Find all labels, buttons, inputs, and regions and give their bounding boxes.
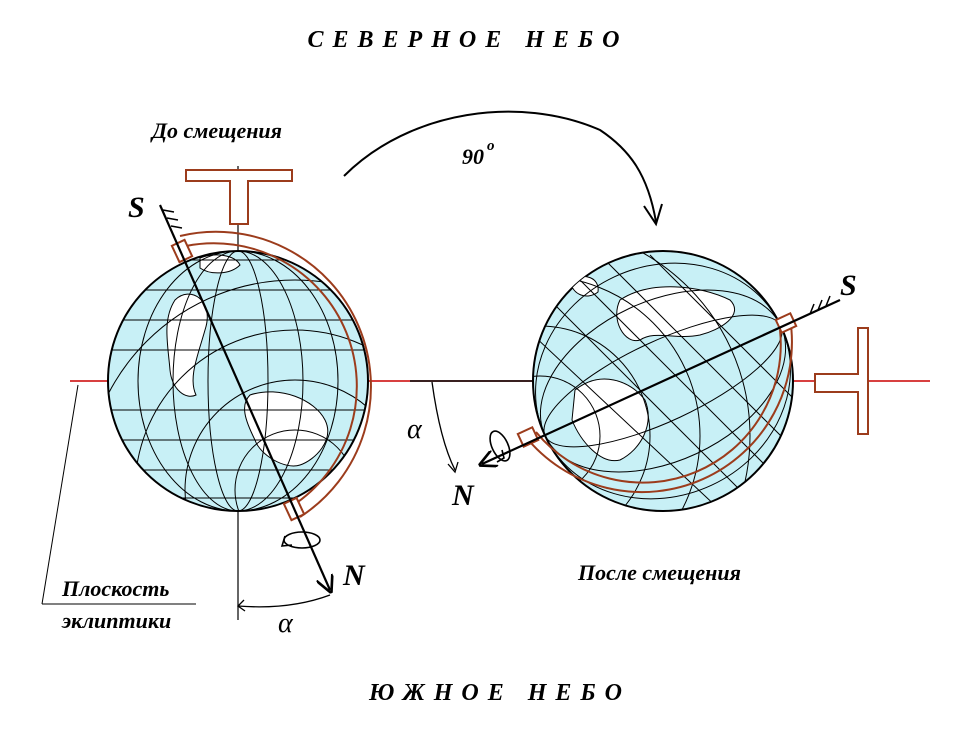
ecliptic-plane-callout: Плоскость эклиптики	[41, 384, 196, 633]
left-axis-feather	[162, 209, 183, 229]
curved-arrowhead	[643, 203, 663, 227]
left-globe: α S N	[107, 169, 372, 639]
right-mount-arc-outer	[524, 317, 793, 494]
ecliptic-plane-label-line1: Плоскость	[61, 576, 169, 601]
right-bearing-bottom	[516, 425, 540, 449]
right-continent-a	[616, 286, 736, 342]
left-alpha-arc	[237, 594, 331, 608]
left-axis	[158, 204, 330, 590]
curved-arrow-icon	[343, 110, 657, 223]
right-stand	[814, 327, 869, 435]
right-axis	[482, 298, 841, 464]
pole-n-left-label: N	[342, 559, 366, 592]
left-alpha-arrowhead	[236, 599, 246, 612]
pole-s-left-label: S	[128, 191, 145, 224]
rotation-angle-label: 90	[462, 144, 484, 169]
pole-s-right-label: S	[840, 269, 857, 302]
left-stand	[185, 169, 293, 225]
pole-n-right-label: N	[451, 479, 475, 512]
alpha-right-label: α	[407, 414, 423, 445]
right-alpha-arrowhead	[447, 461, 459, 474]
right-mount-arc-inner	[535, 329, 782, 484]
left-bearing-top	[170, 238, 194, 264]
left-continent-c	[199, 254, 241, 274]
before-shift-label: До смещения	[150, 118, 282, 143]
left-mount-arc-inner	[185, 242, 358, 507]
left-mount-arc-outer	[179, 230, 372, 518]
south-sky-label: ЮЖНОЕ НЕБО	[368, 680, 631, 706]
rotation-angle-unit: o	[487, 138, 495, 154]
spin-arrow-icon-right	[489, 430, 511, 462]
after-shift-label: После смещения	[577, 560, 741, 585]
right-axis-feather	[809, 295, 831, 315]
rotation-arrow: 90 o	[343, 110, 663, 227]
spin-arrowhead-right	[496, 449, 505, 463]
spin-arrowhead-left	[280, 535, 293, 547]
ecliptic-leader-line	[41, 384, 79, 605]
right-alpha-arc	[431, 381, 456, 471]
left-globe-grid	[108, 251, 368, 511]
alpha-left-label: α	[278, 608, 294, 639]
ecliptic-plane-label-line2: эклиптики	[61, 608, 171, 633]
north-sky-label: СЕВЕРНОЕ НЕБО	[308, 27, 629, 53]
